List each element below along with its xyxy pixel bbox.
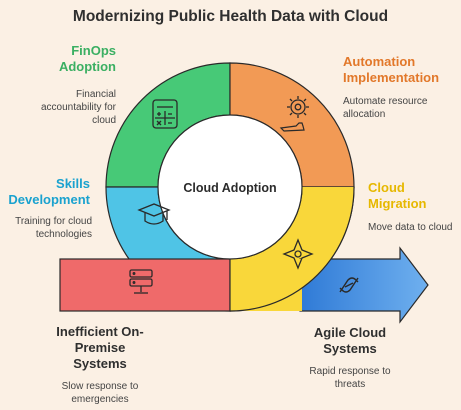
automation-desc-line2: allocation (343, 109, 386, 120)
skills-title: Skills Development (5, 176, 90, 208)
calculator-icon (152, 99, 178, 129)
finops-desc-line2: accountability for (40, 102, 116, 113)
migration-title-line1: Cloud (368, 180, 405, 195)
agile-title-line2: Systems (323, 341, 377, 356)
agile-desc-line1: Rapid response to (309, 366, 391, 377)
inefficient-desc-line2: emergencies (71, 394, 129, 405)
center-label: Cloud Adoption (183, 181, 276, 195)
automation-title-line1: Automation (343, 54, 416, 69)
migration-title-line2: Migration (368, 196, 427, 211)
finops-title-line1: FinOps (71, 43, 116, 58)
agile-arrow (299, 246, 429, 324)
server-icon (129, 269, 153, 294)
automation-title-line2: Implementation (343, 70, 440, 85)
page-title: Modernizing Public Health Data with Clou… (72, 8, 389, 25)
automation-desc-line1: Automate resource (343, 96, 428, 107)
inefficient-title-line2: Premise (74, 340, 126, 355)
migration-title: Cloud Migration (368, 180, 458, 212)
finops-desc-line1: Financial (75, 89, 116, 100)
inefficient-desc: Slow response to emergencies (40, 380, 160, 406)
agile-title: Agile Cloud Systems (290, 325, 410, 357)
inefficient-title: Inefficient On- Premise Systems (40, 324, 160, 372)
skills-desc-line1: Training for cloud (15, 216, 92, 227)
finops-title: FinOps Adoption (20, 43, 116, 75)
migration-desc-line1: Move data to cloud (368, 222, 453, 233)
graduation-cap-icon (137, 203, 171, 225)
finops-title-line2: Adoption (58, 59, 116, 74)
inefficient-title-line1: Inefficient On- (56, 324, 144, 339)
skills-desc: Training for cloud technologies (0, 215, 92, 241)
inefficient-block (59, 258, 231, 312)
gear-icon (287, 96, 309, 118)
skills-title-line2: Development (8, 192, 90, 207)
skills-desc-line2: technologies (35, 229, 92, 240)
cloud-link-icon (339, 277, 359, 293)
inefficient-desc-line1: Slow response to (61, 381, 139, 392)
compass-icon (282, 238, 314, 270)
hand-icon (279, 122, 305, 132)
agile-title-line1: Agile Cloud (313, 325, 387, 340)
automation-desc: Automate resource allocation (343, 95, 458, 121)
finops-desc-line3: cloud (92, 115, 116, 126)
inefficient-title-line3: Systems (73, 356, 127, 371)
agile-desc: Rapid response to threats (290, 365, 410, 391)
migration-desc: Move data to cloud (368, 221, 460, 234)
center-circle (157, 114, 303, 260)
skills-title-line1: Skills (56, 176, 90, 191)
agile-desc-line2: threats (334, 379, 366, 390)
finops-desc: Financial accountability for cloud (10, 88, 116, 127)
automation-title: Automation Implementation (343, 54, 458, 86)
